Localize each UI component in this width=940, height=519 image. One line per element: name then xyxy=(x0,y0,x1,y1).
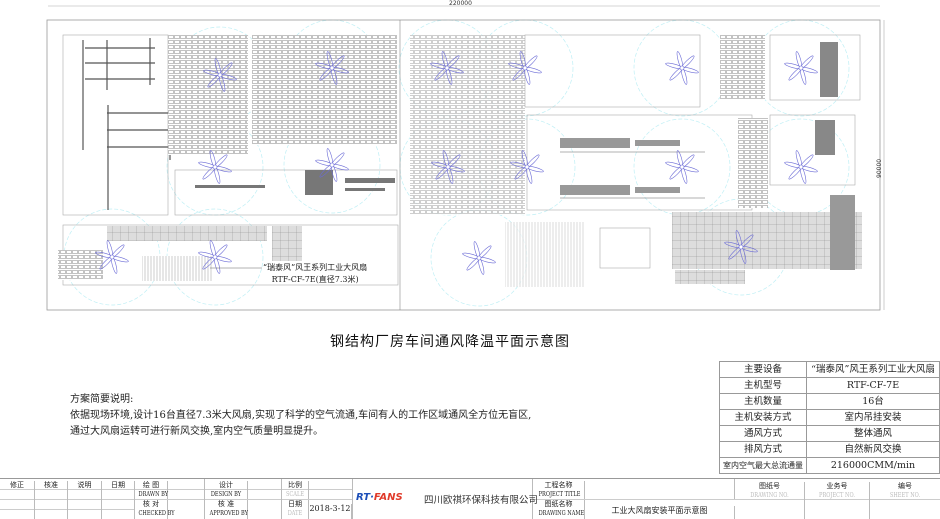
ceiling-fan-icon xyxy=(784,51,818,85)
ceiling-fan-icon xyxy=(95,240,129,274)
fan-hub xyxy=(329,65,335,71)
spec-key: 主机安装方式 xyxy=(719,409,807,426)
spec-value: 整体通风 xyxy=(806,425,940,442)
fan-hub xyxy=(738,244,744,250)
spec-value: 16台 xyxy=(806,393,940,410)
ceiling-fan-icon xyxy=(315,148,349,182)
fan-hub xyxy=(445,164,451,170)
description-label: 说明 xyxy=(68,481,102,519)
revise-label: 修正 xyxy=(0,481,35,519)
industrial-fans xyxy=(95,51,818,275)
fan-hub xyxy=(329,162,335,168)
drawn-by-value xyxy=(168,479,205,519)
fan-hub xyxy=(476,255,482,261)
fan-callout-name: “瑞泰风”风王系列工业大风扇 xyxy=(263,263,368,272)
fan-hub xyxy=(524,164,530,170)
fan-hub xyxy=(212,254,218,260)
ceiling-fan-icon xyxy=(198,240,232,274)
fan-hub xyxy=(522,65,528,71)
company-logo: RT·FANS xyxy=(356,492,403,503)
spec-value: RTF-CF-7E xyxy=(806,377,940,394)
project-title-value xyxy=(585,479,735,499)
spec-value: 自然新风交换 xyxy=(806,441,940,458)
ceiling-fan-icon xyxy=(784,150,818,184)
ceiling-fan-icon xyxy=(431,150,465,184)
spec-row: 主要设备“瑞泰风”风王系列工业大风扇 xyxy=(719,361,940,378)
ceiling-fan-icon xyxy=(198,150,232,184)
fan-hub xyxy=(798,65,804,71)
fan-hub xyxy=(212,164,218,170)
fan-callout-model: RTF-CF-7E(直径7.3米) xyxy=(271,275,359,284)
ceiling-fan-icon xyxy=(665,51,699,85)
ceiling-fan-icon xyxy=(508,51,542,85)
zone-process xyxy=(174,169,398,216)
ceiling-fan-icon xyxy=(462,241,496,275)
spec-value: 216000CMM/min xyxy=(806,457,940,474)
height-dimension: 90000 xyxy=(876,158,883,178)
spec-row: 主机安装方式室内吊挂安装 xyxy=(719,409,940,426)
ceiling-fan-icon xyxy=(724,230,758,264)
fan-hub xyxy=(217,72,223,78)
storage-racks xyxy=(252,35,397,145)
design-by-value xyxy=(248,479,282,519)
ceiling-fan-icon xyxy=(510,150,544,184)
drawing-title: 钢结构厂房车间通风降温平面示意图 xyxy=(330,334,570,350)
zone-production-lines xyxy=(526,114,753,211)
fan-hub xyxy=(798,164,804,170)
storage-racks xyxy=(168,35,248,155)
spec-key: 通风方式 xyxy=(719,425,807,442)
spec-key: 主要设备 xyxy=(719,361,807,378)
fan-callout: “瑞泰风”风王系列工业大风扇 RTF-CF-7E(直径7.3米) xyxy=(263,262,367,286)
spec-key: 排风方式 xyxy=(719,441,807,458)
notes-line: 依据现场环境,设计16台直径7.3米大风扇,实现了科学的空气流通,车间有人的工作… xyxy=(70,410,532,421)
fan-hub xyxy=(679,164,685,170)
scheme-notes: 方案简要说明: 依据现场环境,设计16台直径7.3米大风扇,实现了科学的空气流通… xyxy=(70,392,531,440)
company-name: 四川欧祺环保科技有限公司 xyxy=(424,495,539,506)
notes-heading: 方案简要说明: xyxy=(70,394,134,405)
ceiling-fan-icon xyxy=(203,58,237,92)
width-dimension: 220000 xyxy=(449,0,472,7)
storage-racks xyxy=(410,35,525,215)
ceiling-fan-icon xyxy=(315,51,349,85)
notes-line: 通过大风扇运转可进行新风交换,室内空气质量明显提升。 xyxy=(70,426,324,437)
spec-key: 主机型号 xyxy=(719,377,807,394)
fan-hub xyxy=(444,65,450,71)
fan-hub xyxy=(109,254,115,260)
drawing-name-value: 工业大风扇安装平面示意图 xyxy=(585,506,735,519)
ceiling-fan-icon xyxy=(430,51,464,85)
approve-label: 核准 xyxy=(35,481,68,519)
spec-key: 室内空气最大总流通量 xyxy=(719,457,807,474)
factory-floor-plan xyxy=(46,5,885,311)
date-label: 日期 xyxy=(102,481,135,519)
zone-machining xyxy=(524,34,701,108)
spec-value: “瑞泰风”风王系列工业大风扇 xyxy=(806,361,940,378)
spec-row: 通风方式整体通风 xyxy=(719,425,940,442)
building-outline xyxy=(46,19,881,311)
date-value: 2018-3-12 xyxy=(309,504,352,519)
ceiling-fan-icon xyxy=(665,150,699,184)
spec-key: 主机数量 xyxy=(719,393,807,410)
fan-hub xyxy=(679,65,685,71)
spec-value: 室内吊挂安装 xyxy=(806,409,940,426)
zone-assembly-lines xyxy=(62,34,169,216)
spec-row: 排风方式自然新风交换 xyxy=(719,441,940,458)
